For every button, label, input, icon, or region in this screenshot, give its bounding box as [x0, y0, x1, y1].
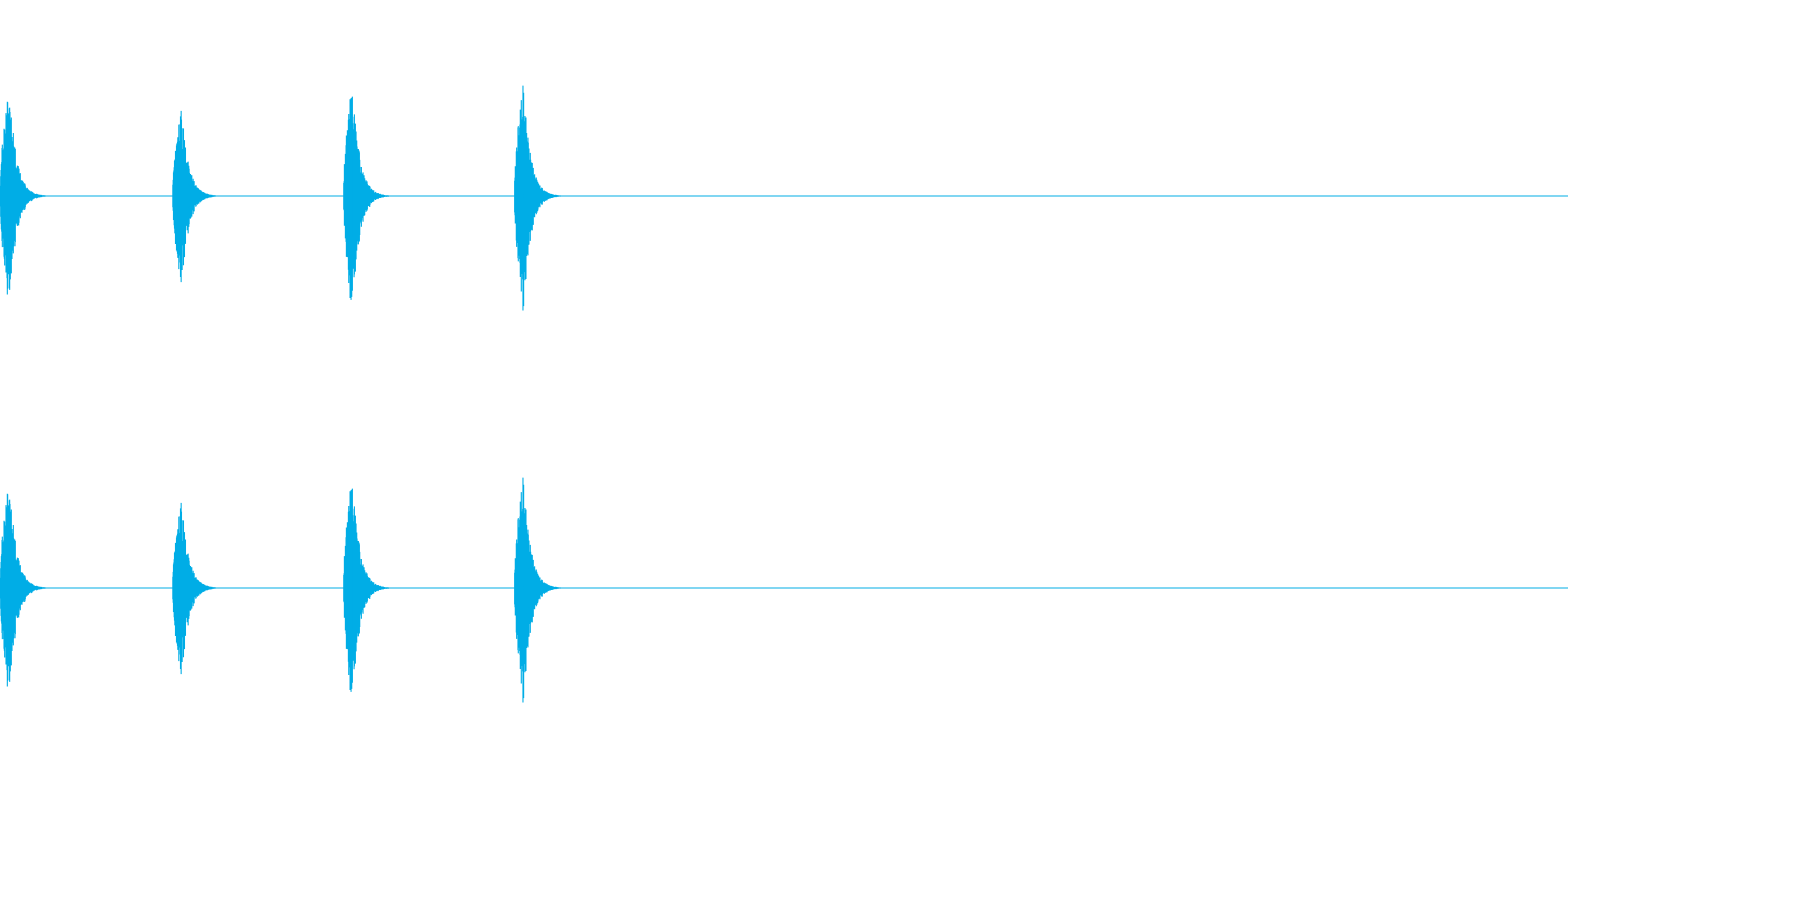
- waveform-burst-tail: [352, 154, 402, 238]
- waveform-burst-tail: [523, 546, 573, 630]
- waveform-burst-tail: [181, 164, 231, 228]
- waveform-channel-2: [0, 477, 1568, 703]
- waveform-burst-tail: [9, 154, 58, 238]
- waveform-burst-tail: [523, 154, 573, 238]
- waveform-burst-tail: [9, 546, 58, 630]
- waveform-burst-tail: [352, 546, 402, 630]
- waveform-burst-tail: [181, 556, 231, 620]
- waveform-channel-1: [0, 85, 1568, 311]
